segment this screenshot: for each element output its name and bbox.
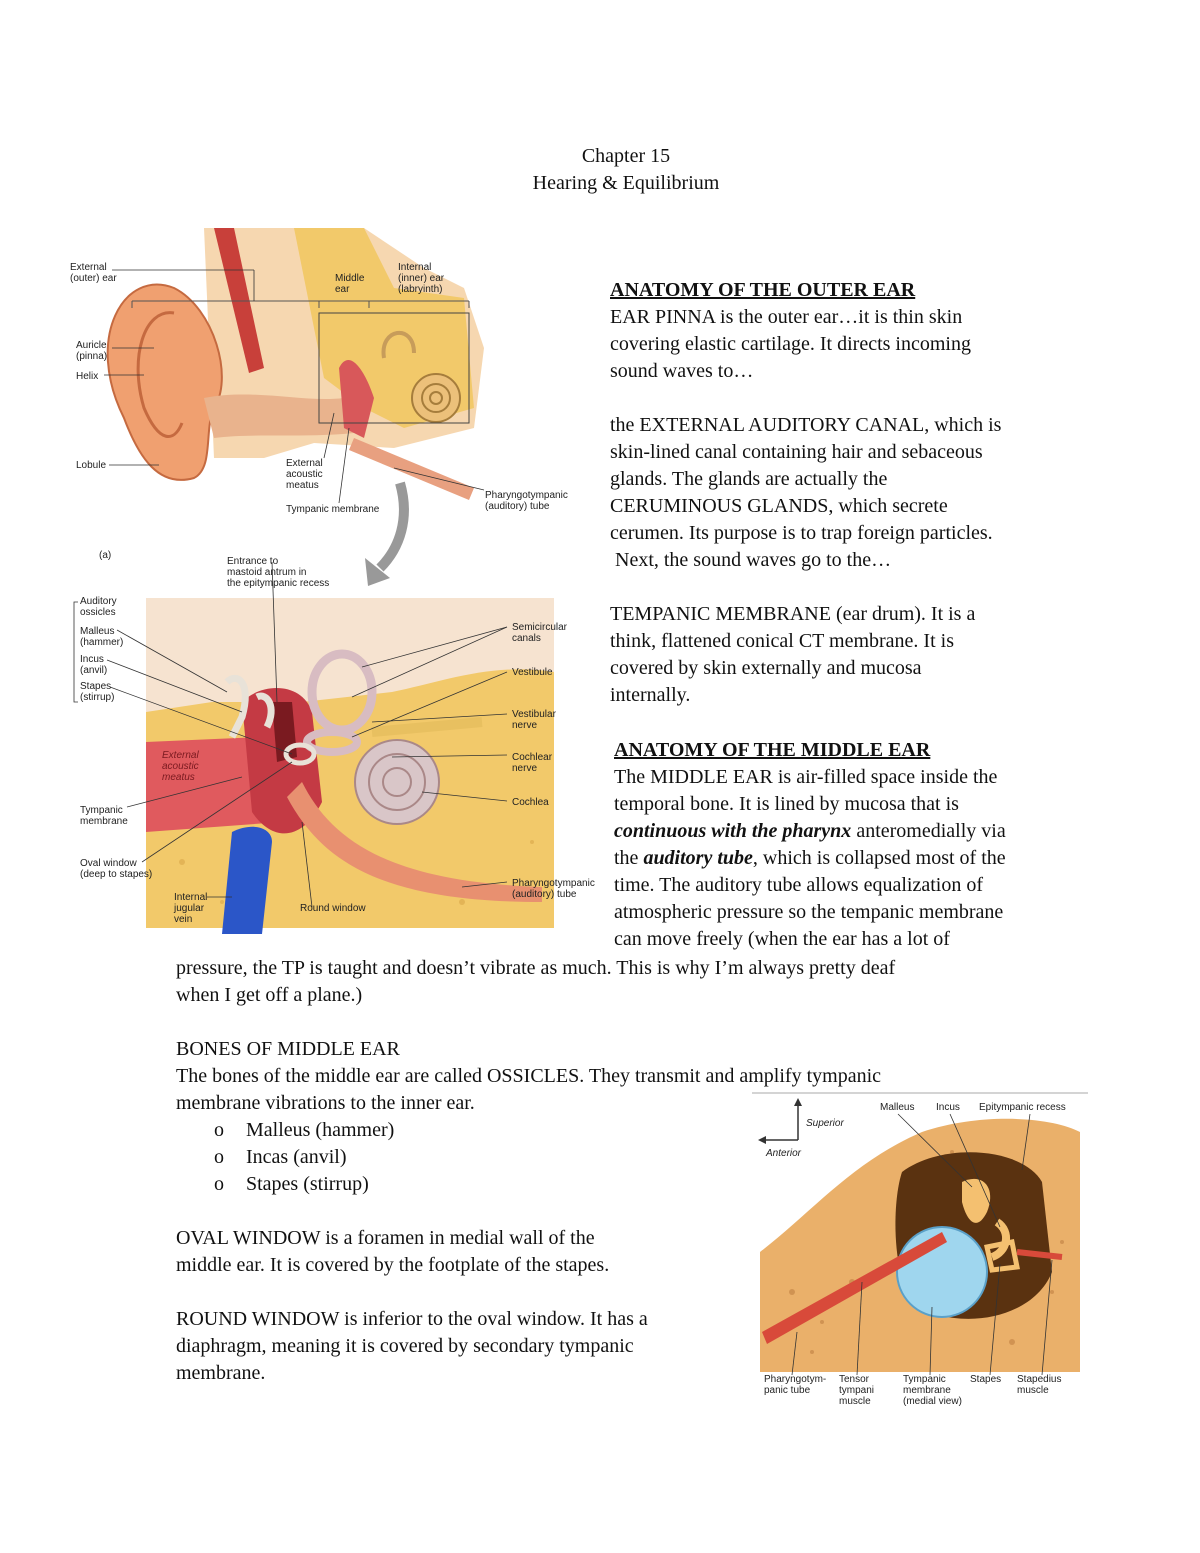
label-stapes: Stapes [970,1374,1002,1385]
middle-ear-line: continuous with the pharynx anteromedial… [614,820,1006,842]
outer-ear-line: internally. [610,684,691,706]
middle-ear-medial-illustration [752,1092,1088,1376]
label-tympanic-membrane: Tympanic membrane (medial view) [903,1374,962,1407]
outer-ear-line: sound waves to… [610,360,754,382]
label-external-ear: External (outer) ear [70,262,117,284]
outer-ear-line: TEMPANIC MEMBRANE (ear drum). It is a [610,603,976,625]
outer-ear-line: Next, the sound waves go to the… [610,549,892,571]
round-window-section: ROUND WINDOW is inferior to the oval win… [176,1306,756,1387]
label-auricle: Auricle (pinna) [76,340,108,362]
label-tympanic-membrane: Tympanic membrane [286,504,380,515]
emphasis-pharynx: continuous with the pharynx [614,820,852,842]
middle-ear-line: The MIDDLE EAR is air-filled space insid… [614,766,998,788]
label-epitympanic-recess: Epitympanic recess [979,1102,1066,1113]
ear-overview-illustration [104,228,485,504]
middle-ear-line: time. The auditory tube allows equalizat… [614,874,983,896]
chapter-title: Chapter 15 [581,145,671,167]
label-malleus: Malleus (hammer) [80,626,124,648]
middle-ear-line: can move freely (when the ear has a lot … [614,928,950,950]
label-stapes: Stapes (stirrup) [80,681,115,703]
outer-ear-heading: ANATOMY OF THE OUTER EAR [610,279,916,301]
paragraph-spacer [610,385,1090,412]
label-vestibular-nerve: Vestibular nerve [512,709,556,731]
label-semicircular-canals: Semicircular canals [512,622,568,644]
chapter-subtitle: Hearing & Equilibrium [532,172,720,194]
oval-window-line: middle ear. It is covered by the footpla… [176,1254,610,1276]
label-cochlea: Cochlea [512,797,549,808]
round-window-line: ROUND WINDOW is inferior to the oval win… [176,1308,648,1330]
label-oval-window: Oval window (deep to stapes) [80,858,153,880]
outer-ear-line: the EXTERNAL AUDITORY CANAL, which is [610,414,1002,436]
outer-ear-line: cerumen. Its purpose is to trap foreign … [610,522,993,544]
bones-section: BONES OF MIDDLE EAR The bones of the mid… [176,1036,1056,1198]
middle-ear-line: temporal bone. It is lined by mucosa tha… [614,793,959,815]
label-figure-letter: (a) [99,550,112,561]
label-pharyngotympanic-tube: Pharyngotym- panic tube [764,1374,827,1396]
label-middle-ear: Middle ear [335,273,365,295]
outer-ear-line: covering elastic cartilage. It directs i… [610,333,971,355]
label-incus: Incus [936,1102,960,1113]
outer-ear-line: EAR PINNA is the outer ear…it is thin sk… [610,306,963,328]
outer-ear-line: glands. The glands are actually the [610,468,888,490]
middle-ear-continuation: pressure, the TP is taught and doesn’t v… [176,955,1076,1009]
label-auditory-ossicles: Auditory ossicles [80,596,117,618]
curved-arrow-icon [365,481,409,586]
paragraph-spacer [610,574,1090,601]
ear-overview-figure: External (outer) ear Middle ear Internal… [64,228,568,520]
label-tympanic-membrane: Tympanic membrane [80,805,128,827]
outer-ear-line: covered by skin externally and mucosa [610,657,922,679]
oval-window-line: OVAL WINDOW is a foramen in medial wall … [176,1227,595,1249]
round-window-line: membrane. [176,1362,266,1384]
bones-line: membrane vibrations to the inner ear. [176,1092,475,1114]
bones-line: The bones of the middle ear are called O… [176,1065,881,1087]
label-malleus: Malleus [880,1102,915,1113]
outer-ear-line: think, flattened conical CT membrane. It… [610,630,954,652]
label-stapedius-muscle: Stapedius muscle [1017,1374,1062,1396]
outer-ear-section: ANATOMY OF THE OUTER EAR EAR PINNA is th… [610,277,1090,709]
label-superior: Superior [806,1118,844,1129]
label-pharyngotympanic-tube: Pharyngotympanic (auditory) tube [485,490,568,512]
label-pharyngotympanic-tube: Pharyngotympanic (auditory) tube [512,878,595,900]
middle-ear-line: when I get off a plane.) [176,984,363,1006]
label-anterior: Anterior [766,1148,802,1159]
outer-ear-line: skin-lined canal containing hair and seb… [610,441,983,463]
label-mastoid-entrance: Entrance to mastoid antrum in the epitym… [227,556,330,589]
label-incus: Incus (anvil) [80,654,108,676]
middle-ear-line: the auditory tube, which is collapsed mo… [614,847,1006,869]
middle-ear-heading: ANATOMY OF THE MIDDLE EAR [614,739,931,761]
label-tensor-tympani: Tensor tympani muscle [839,1374,875,1407]
label-round-window: Round window [300,903,366,914]
label-external-acoustic-meatus: External acoustic meatus [162,750,199,783]
middle-ear-line: pressure, the TP is taught and doesn’t v… [176,957,896,979]
label-internal-jugular-vein: Internal jugular vein [174,892,208,925]
label-vestibule: Vestibule [512,667,553,678]
middle-ear-detail-figure: (a) Entrance to mastoid antrum in the ep… [62,542,602,934]
middle-ear-section: ANATOMY OF THE MIDDLE EAR The MIDDLE EAR… [614,737,1094,953]
middle-ear-line: atmospheric pressure so the tempanic mem… [614,901,1004,923]
label-internal-ear: Internal (inner) ear (labryinth) [398,262,445,295]
label-lobule: Lobule [76,460,107,471]
middle-ear-medial-figure: Superior Anterior Malleus Incus Epitympa… [752,1092,1088,1414]
label-cochlear-nerve: Cochlear nerve [512,752,553,774]
emphasis-auditory-tube: auditory tube [643,847,753,869]
bones-heading: BONES OF MIDDLE EAR [176,1038,400,1060]
round-window-line: diaphragm, meaning it is covered by seco… [176,1335,634,1357]
middle-ear-detail-illustration [73,561,554,934]
label-helix: Helix [76,371,99,382]
oval-window-section: OVAL WINDOW is a foramen in medial wall … [176,1225,736,1279]
outer-ear-body: EAR PINNA is the outer ear…it is thin sk… [610,304,1090,709]
label-external-acoustic-meatus: External acoustic meatus [286,458,323,491]
outer-ear-line: CERUMINOUS GLANDS, which secrete [610,495,948,517]
